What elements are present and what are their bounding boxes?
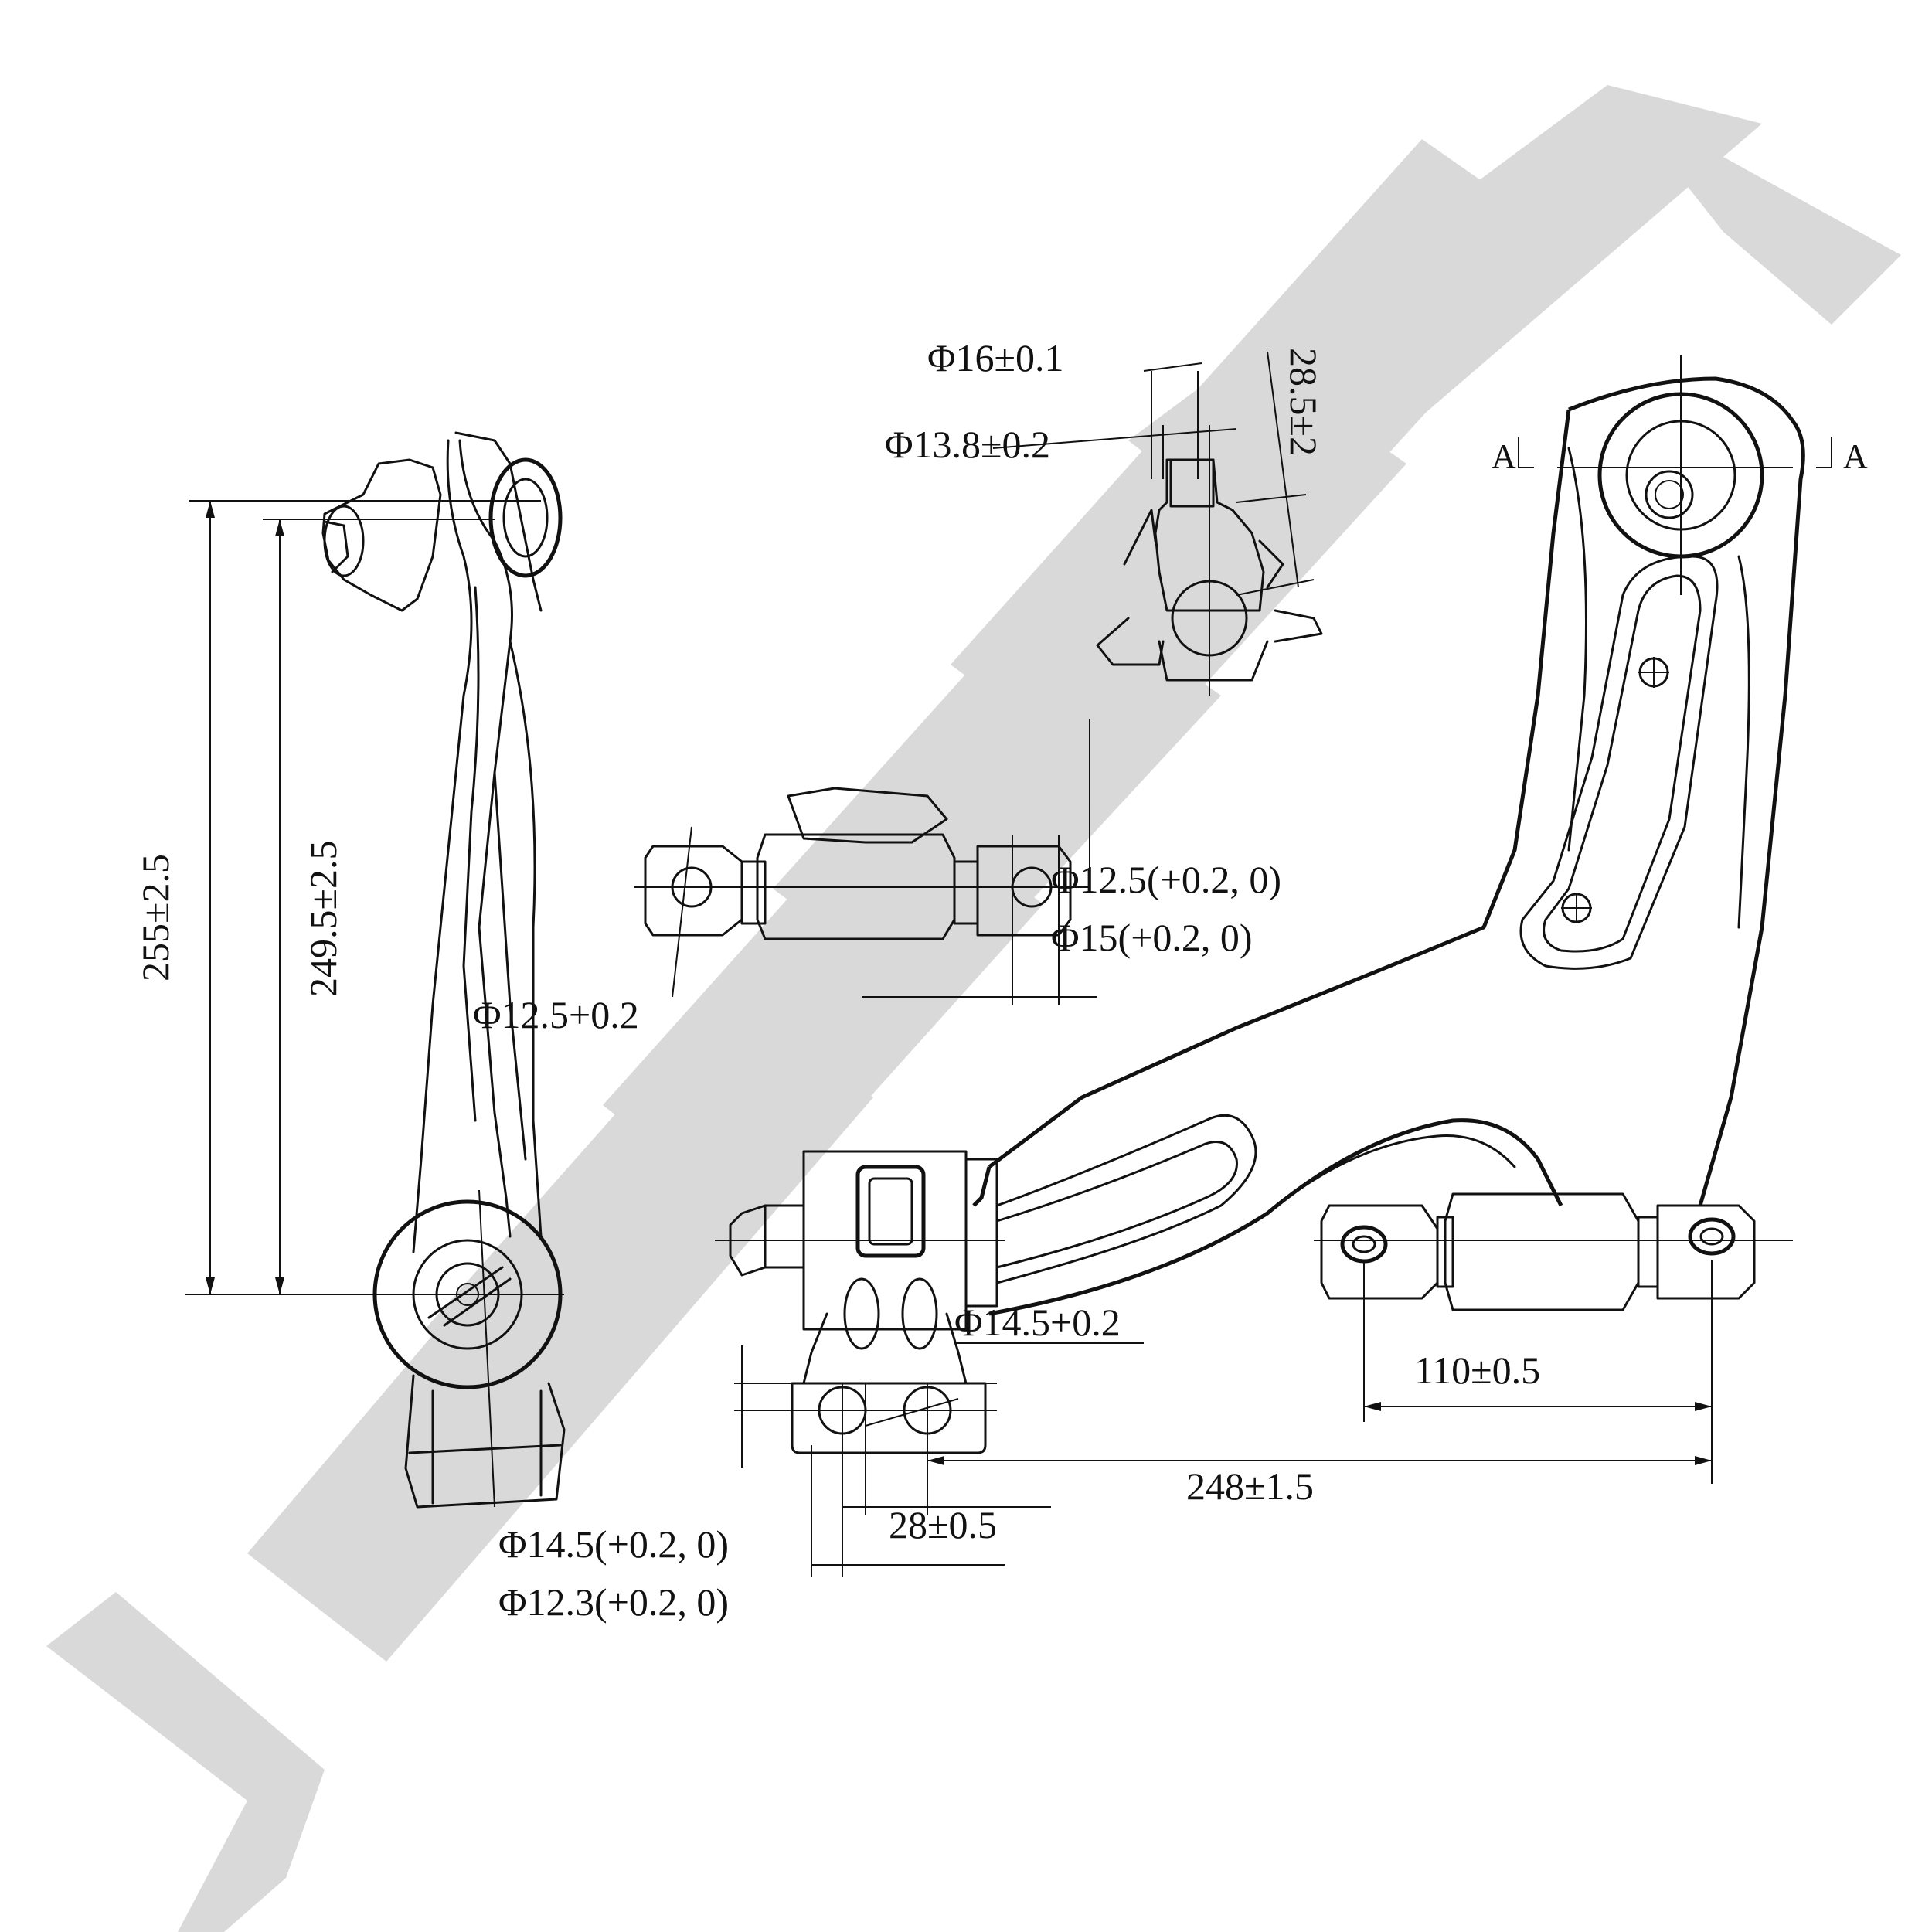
dim-hole-spacing: 28±0.5 [889,1503,997,1546]
dim-inner-height: 249.5±2.5 [301,841,345,997]
section-bracket-left [1518,437,1534,468]
dim-overall-width: 248±1.5 [1186,1464,1314,1508]
dim-stud-diameter-large: Φ16±0.1 [927,336,1064,379]
bushing-detail [634,719,1097,1005]
dim-bracket-bore-1: Φ14.5(+0.2, 0) [498,1522,729,1566]
section-bracket-right [1816,437,1832,468]
section-marker-right: A [1843,437,1868,475]
dim-stud-diameter-small: Φ13.8±0.2 [885,423,1050,466]
watermark-logo [46,85,1901,1932]
dim-bracket-bore-2: Φ12.3(+0.2, 0) [498,1580,729,1624]
dim-bushing-bore-right-2: Φ15(+0.2, 0) [1051,916,1253,959]
dim-bracket-hole: Φ14.5+0.2 [954,1301,1121,1344]
ball-joint-detail [992,351,1323,696]
dim-bushing-bore-left: Φ12.5+0.2 [473,993,639,1036]
dim-bushing-bore-right-1: Φ12.5(+0.2, 0) [1051,858,1281,901]
dim-stud-height: 28.5±2 [1282,348,1325,456]
section-marker-left: A [1492,437,1516,475]
main-dimension-lines [811,1260,1713,1566]
side-view-arm [185,431,566,1509]
dim-overall-height: 255±2.5 [134,854,177,981]
dim-bushing-spacing: 110±0.5 [1414,1349,1540,1392]
